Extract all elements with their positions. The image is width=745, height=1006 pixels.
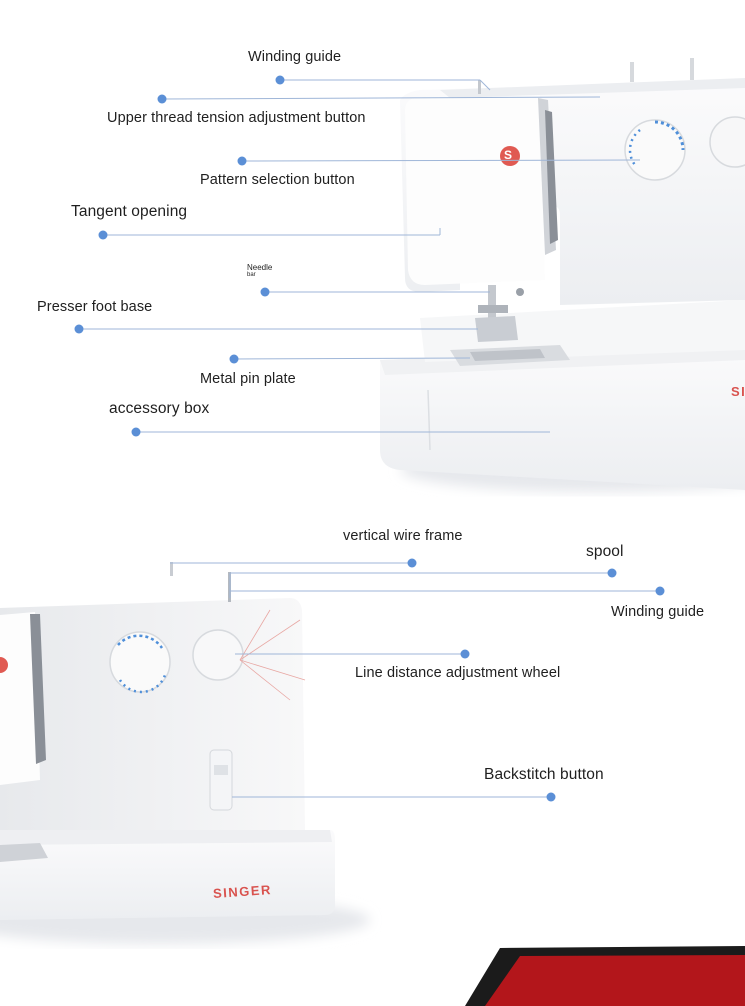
label-winding-guide-lower: Winding guide xyxy=(611,604,705,620)
label-vertical-wire-frame: vertical wire frame xyxy=(343,528,463,544)
label-needle-bar-line2: bar xyxy=(247,272,256,278)
upper-machine-illustration xyxy=(380,58,745,492)
label-pattern-selection: Pattern selection button xyxy=(200,172,355,188)
dot-winding-guide-upper xyxy=(275,75,285,85)
label-needle-bar-line1: Needle xyxy=(247,263,273,272)
label-backstitch-button: Backstitch button xyxy=(484,766,604,783)
callout-dots xyxy=(74,75,665,802)
dot-metal-pin-plate xyxy=(229,354,239,364)
dot-spool xyxy=(607,568,617,578)
dot-upper-thread-tension xyxy=(157,94,167,104)
dot-vertical-wire-frame xyxy=(407,558,417,568)
dot-accessory-box xyxy=(131,427,141,437)
label-upper-thread-tension: Upper thread tension adjustment button xyxy=(107,110,366,126)
leader-lines xyxy=(79,79,660,798)
label-metal-pin-plate: Metal pin plate xyxy=(200,371,296,387)
label-winding-guide-upper: Winding guide xyxy=(248,49,342,65)
dot-winding-guide-lower xyxy=(655,586,665,596)
label-needle-bar: Needle bar xyxy=(247,263,273,279)
label-presser-foot-base: Presser foot base xyxy=(37,299,153,315)
dot-pattern-selection xyxy=(237,156,247,166)
dot-presser-foot-base xyxy=(74,324,84,334)
footer-banner xyxy=(465,946,745,1006)
brand-name-upper: SI xyxy=(731,384,745,399)
label-spool: spool xyxy=(586,543,624,560)
lower-machine-illustration xyxy=(0,562,370,944)
dot-tangent-opening xyxy=(98,230,108,240)
label-line-distance-wheel: Line distance adjustment wheel xyxy=(355,665,561,681)
dot-line-distance-wheel xyxy=(460,649,470,659)
logo-s-upper: S xyxy=(504,148,513,162)
dot-needle-bar xyxy=(260,287,270,297)
dot-backstitch-button xyxy=(546,792,556,802)
label-accessory-box: accessory box xyxy=(109,400,210,417)
label-tangent-opening: Tangent opening xyxy=(71,203,188,220)
